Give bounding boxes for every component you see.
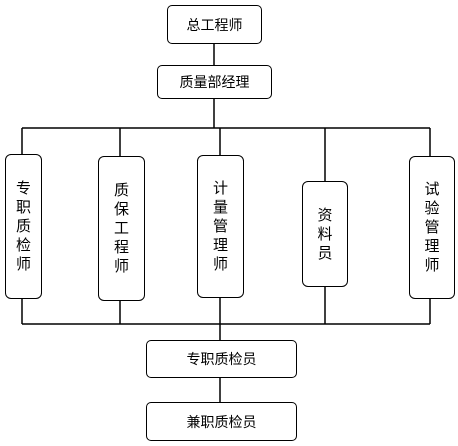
role-label: 资料员	[317, 205, 333, 262]
chief-engineer-box: 总工程师	[167, 5, 262, 44]
role-label: 计量管理师	[212, 179, 228, 273]
parttime-inspector-box: 兼职质检员	[146, 402, 297, 441]
role-label: 试验管理师	[424, 180, 440, 274]
quality-manager-box: 质量部经理	[157, 65, 272, 99]
fulltime-inspector-label: 专职质检员	[186, 352, 257, 368]
fulltime-inspector-box: 专职质检员	[146, 340, 297, 378]
role-box-qa-engineer: 质保工程师	[98, 156, 145, 301]
role-label: 专职质检师	[15, 179, 31, 273]
role-box-metrology-manager: 计量管理师	[197, 155, 244, 298]
role-box-test-manager: 试验管理师	[409, 156, 455, 299]
role-label: 质保工程师	[113, 181, 129, 275]
role-box-document-clerk: 资料员	[302, 181, 348, 287]
quality-manager-label: 质量部经理	[179, 75, 250, 91]
chief-engineer-label: 总工程师	[186, 17, 243, 34]
role-box-fulltime-inspector-engineer: 专职质检师	[5, 154, 42, 299]
parttime-inspector-label: 兼职质检员	[186, 414, 257, 431]
